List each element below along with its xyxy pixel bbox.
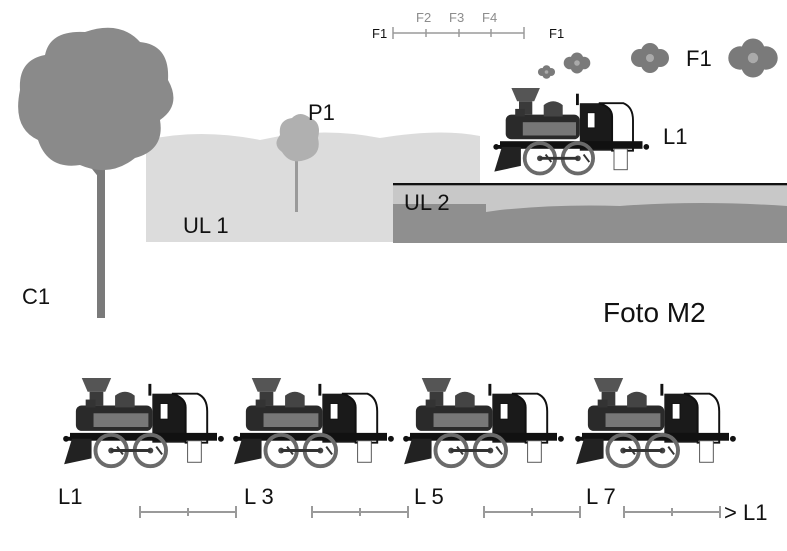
label-f4: F4 xyxy=(482,10,497,25)
label-ul1: UL 1 xyxy=(183,213,229,238)
ground-ul2-highlight xyxy=(393,186,787,212)
scale-bar-top xyxy=(392,27,525,39)
locomotive-icon-main xyxy=(491,86,652,176)
title-foto-m2: Foto M2 xyxy=(603,297,706,328)
locomotive-icon-l7 xyxy=(573,376,738,469)
label-ul2: UL 2 xyxy=(404,190,450,215)
label-l7: L 7 xyxy=(586,484,616,509)
locomotive-icon-l5 xyxy=(401,376,566,469)
locomotive-icon-l1 xyxy=(61,376,226,469)
landscape xyxy=(146,132,787,243)
label-f1-right: F1 xyxy=(549,26,564,41)
smoke-cloud-icon xyxy=(537,38,778,79)
scale-bar-icon-3 xyxy=(483,505,581,519)
ground-ul1 xyxy=(146,132,480,242)
locomotive-icon-l3 xyxy=(231,376,396,469)
tree-icon-c1 xyxy=(18,27,174,318)
label-p1: P1 xyxy=(308,100,335,125)
scale-bar-icon-2 xyxy=(311,505,409,519)
label-l3: L 3 xyxy=(244,484,274,509)
label-l5: L 5 xyxy=(414,484,444,509)
label-f1-left: F1 xyxy=(372,26,387,41)
scale-bar-icon-1 xyxy=(139,505,237,519)
label-f3: F3 xyxy=(449,10,464,25)
tree-icon-p1 xyxy=(276,114,319,212)
label-arrow-l1: > L1 xyxy=(724,500,767,525)
label-l1-top: L1 xyxy=(663,124,687,149)
label-f1-cloud: F1 xyxy=(686,46,712,71)
scale-bar-arrow xyxy=(623,505,721,519)
label-l1-bottom: L1 xyxy=(58,484,82,509)
label-f2: F2 xyxy=(416,10,431,25)
label-c1: C1 xyxy=(22,284,50,309)
